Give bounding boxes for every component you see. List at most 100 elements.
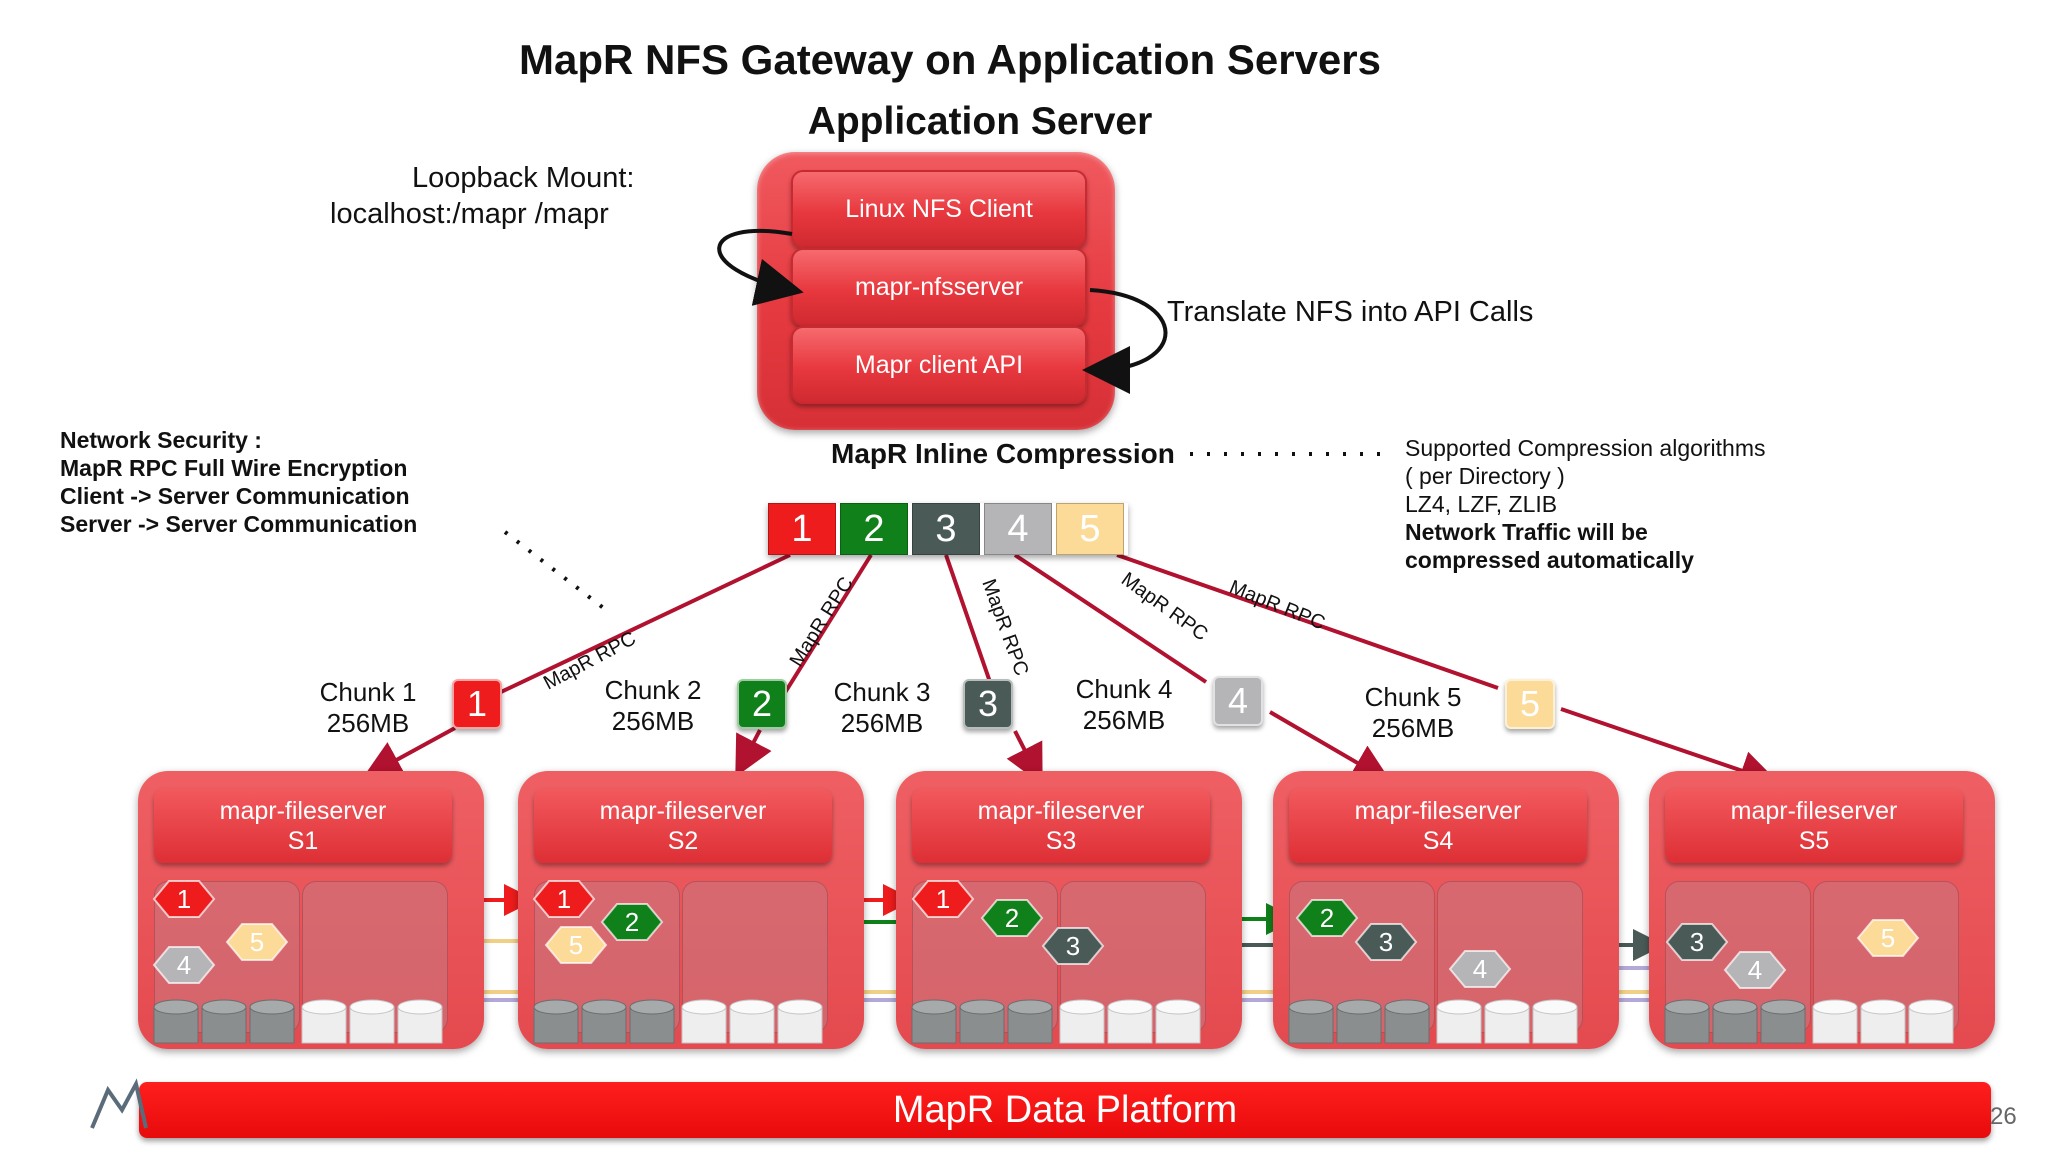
disk-row — [1664, 999, 1954, 1044]
fileserver-s4-id: S4 — [1422, 827, 1454, 855]
fileserver-s2-id: S2 — [667, 827, 699, 855]
mapr-client-api-layer: Mapr client API — [791, 326, 1087, 404]
fileserver-s1-id: S1 — [287, 827, 319, 855]
compressed-chunk-3: 3 — [912, 503, 980, 555]
slide-title: MapR NFS Gateway on Application Servers — [519, 36, 1381, 83]
data-platform-bar: MapR Data Platform — [139, 1082, 1991, 1138]
application-server-box: Linux NFS Client mapr-nfsserver Mapr cli… — [757, 152, 1115, 430]
disk-icon-top — [581, 999, 627, 1015]
security-line-2: MapR RPC Full Wire Encryption — [60, 455, 408, 481]
disk-icon-top — [1760, 999, 1806, 1015]
disk-icon — [1532, 1006, 1578, 1044]
compressed-chunk-5: 5 — [1056, 503, 1124, 555]
disk-icon-top — [1484, 999, 1530, 1015]
disk-icon-top — [201, 999, 247, 1015]
inline-compression-title: MapR Inline Compression — [831, 438, 1175, 469]
translate-nfs-label: Translate NFS into API Calls — [1167, 296, 1534, 328]
algos-line-2: ( per Directory ) — [1405, 463, 1565, 489]
loopback-mount-label: Loopback Mount: — [412, 162, 635, 194]
disk-icon-top — [1532, 999, 1578, 1015]
disk-icon-top — [249, 999, 295, 1015]
disk-icon-top — [397, 999, 443, 1015]
chunk-4-name: Chunk 4 — [1075, 674, 1173, 704]
disk-icon-top — [1336, 999, 1382, 1015]
translate-curve — [1082, 288, 1168, 394]
fileserver-s1-header: mapr-fileserver S1 — [154, 789, 452, 863]
network-security-note: Network Security : MapR RPC Full Wire En… — [60, 426, 417, 538]
chunk-2-name: Chunk 2 — [604, 675, 702, 705]
chunk-1-label: Chunk 1 256MB — [293, 677, 443, 739]
fileserver-s4-name: mapr-fileserver — [1354, 797, 1522, 825]
compressed-chunk-strip: 1 2 3 4 5 — [768, 503, 1128, 555]
chunk-4-size: 256MB — [1082, 705, 1166, 735]
disk-icon — [1860, 1006, 1906, 1044]
chunk-5-label: Chunk 5 256MB — [1338, 682, 1488, 744]
compressed-chunk-1: 1 — [768, 503, 836, 555]
fileserver-s3-header: mapr-fileserver S3 — [912, 789, 1210, 863]
chunk-box-3: 3 — [963, 679, 1013, 729]
page-number: 26 — [1990, 1103, 2017, 1130]
fileserver-s5-name: mapr-fileserver — [1730, 797, 1898, 825]
disk-row — [1288, 999, 1578, 1044]
fileserver-s1: mapr-fileserver S1 — [138, 771, 484, 1049]
disk-icon-top — [1107, 999, 1153, 1015]
chunk-arrow-4 — [1268, 710, 1392, 784]
fileserver-s3-id: S3 — [1045, 827, 1077, 855]
rpc-line-5 — [1116, 553, 1499, 690]
compression-algorithms-note: Supported Compression algorithms ( per D… — [1405, 434, 1766, 574]
chunk-5-size: 256MB — [1371, 713, 1455, 743]
disk-icon-top — [1007, 999, 1053, 1015]
chunk-3-size: 256MB — [840, 708, 924, 738]
fileserver-s3-name: mapr-fileserver — [977, 797, 1145, 825]
chunk-1-name: Chunk 1 — [319, 677, 417, 707]
rpc-line-1 — [481, 553, 791, 703]
disk-icon-top — [1908, 999, 1954, 1015]
fileserver-s2-header: mapr-fileserver S2 — [534, 789, 832, 863]
disk-icon-top — [911, 999, 957, 1015]
chunk-2-size: 256MB — [611, 706, 695, 736]
disk-row — [911, 999, 1201, 1044]
fileserver-s4-header: mapr-fileserver S4 — [1289, 789, 1587, 863]
disk-row — [153, 999, 443, 1044]
chunk-5-name: Chunk 5 — [1364, 682, 1462, 712]
fileserver-s2: mapr-fileserver S2 — [518, 771, 864, 1049]
disk-icon-top — [629, 999, 675, 1015]
disk-icon-top — [959, 999, 1005, 1015]
security-dotted-line — [503, 530, 608, 612]
chunk-box-4: 4 — [1213, 676, 1263, 726]
rpc-line-2 — [779, 553, 873, 701]
rpc-line-3 — [944, 554, 992, 683]
disk-icon-top — [681, 999, 727, 1015]
chunk-4-label: Chunk 4 256MB — [1049, 674, 1199, 736]
chunk-3-name: Chunk 3 — [833, 677, 931, 707]
network-traffic-note-1: Network Traffic will be — [1405, 519, 1648, 545]
disk-icon-top — [777, 999, 823, 1015]
disk-icon-top — [1059, 999, 1105, 1015]
mapr-nfsserver-layer: mapr-nfsserver — [791, 248, 1087, 326]
disk-icon-top — [1436, 999, 1482, 1015]
disk-icon-top — [1812, 999, 1858, 1015]
security-line-1: Network Security : — [60, 427, 262, 453]
fileserver-s2-name: mapr-fileserver — [599, 797, 767, 825]
disk-icon-top — [153, 999, 199, 1015]
disk-icon-top — [1712, 999, 1758, 1015]
fileserver-s5: mapr-fileserver S5 — [1649, 771, 1995, 1049]
disk-icon-top — [1860, 999, 1906, 1015]
loopback-curve — [717, 228, 804, 306]
compressed-chunk-2: 2 — [840, 503, 908, 555]
fileserver-s5-id: S5 — [1798, 827, 1830, 855]
disk-icon-top — [1155, 999, 1201, 1015]
loopback-mount-path: localhost:/mapr /mapr — [330, 198, 609, 230]
chunk-arrow-3 — [1006, 730, 1043, 786]
chunk-3-label: Chunk 3 256MB — [807, 677, 957, 739]
chunk-arrow-1 — [361, 726, 456, 779]
app-server-label: Application Server — [807, 100, 1153, 143]
disk-row — [533, 999, 823, 1044]
network-traffic-note-2: compressed automatically — [1405, 547, 1694, 573]
chunk-1-size: 256MB — [326, 708, 410, 738]
chunk-box-2: 2 — [737, 679, 787, 729]
disk-icon-top — [1288, 999, 1334, 1015]
disk-icon — [681, 1006, 727, 1044]
compressed-chunk-4: 4 — [984, 503, 1052, 555]
